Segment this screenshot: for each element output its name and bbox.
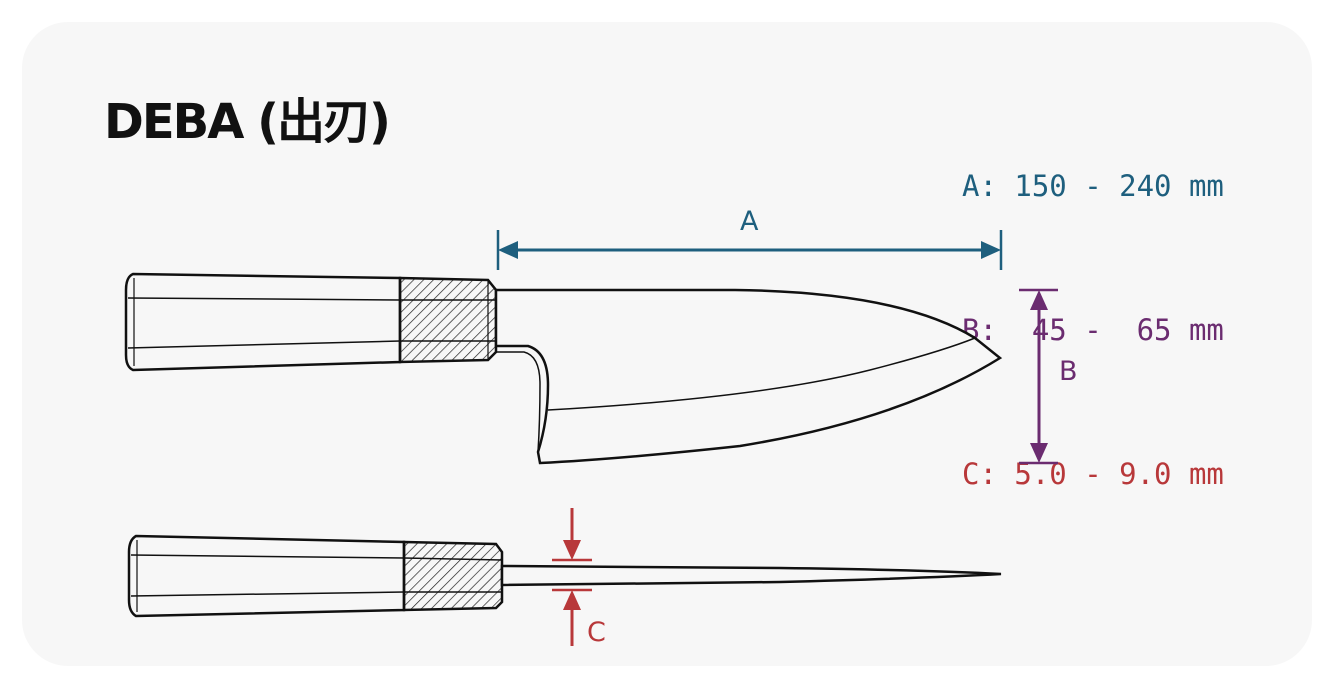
- spec-list: A: 150 - 240 mm B: 45 - 65 mm C: 5.0 - 9…: [962, 66, 1224, 546]
- page-title: DEBA (出刃): [104, 94, 391, 150]
- dimension-b-label: B: [1059, 356, 1078, 387]
- top-ferrule: [402, 540, 504, 612]
- dimension-c: [552, 508, 592, 646]
- dimension-c-label: C: [587, 617, 606, 648]
- top-view: [127, 534, 1002, 618]
- top-handle: [127, 534, 406, 618]
- dimension-a-label: A: [740, 206, 759, 237]
- dimension-a: [496, 230, 1003, 270]
- spec-line-c: C: 5.0 - 9.0 mm: [962, 457, 1224, 491]
- dimension-b: [1019, 288, 1058, 465]
- side-blade: [494, 288, 1003, 465]
- spec-line-a: A: 150 - 240 mm: [962, 169, 1224, 203]
- side-view: [124, 272, 1003, 465]
- side-handle: [124, 272, 402, 372]
- top-blade: [500, 564, 1002, 587]
- side-ferrule: [398, 276, 498, 364]
